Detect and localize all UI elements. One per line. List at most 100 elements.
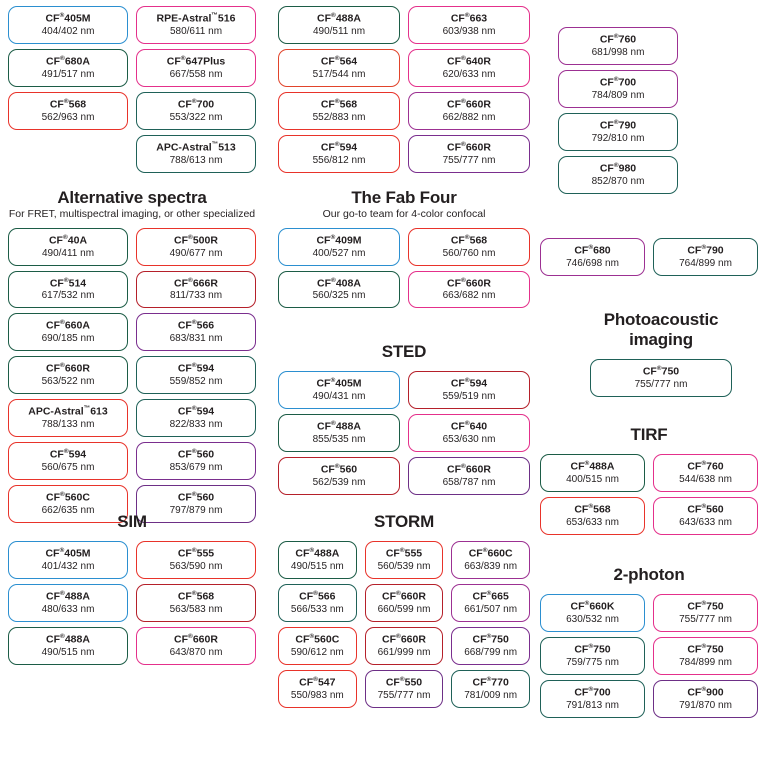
dye-name: CF®680A [46, 54, 90, 68]
dye-name: CF®568 [450, 233, 488, 247]
section-title-storm: STORM [373, 512, 435, 531]
dye-spectra-values: 553/322 nm [169, 111, 223, 123]
dye-spectra-values: 746/698 nm [566, 257, 619, 269]
section-title-sted: STED [381, 342, 427, 361]
dye-name: CF®700 [599, 75, 637, 89]
dye-name: CF®660C [468, 547, 513, 560]
dye-spectra-values: 643/633 nm [679, 516, 732, 528]
section-title-fab-four: The Fab Four [351, 188, 457, 207]
dye-spectra-values: 550/983 nm [290, 689, 344, 701]
dye-spectra-values: 643/870 nm [169, 646, 223, 658]
dye-name: CF®750 [642, 365, 680, 378]
dye-name: CF®500R [174, 233, 218, 247]
dye-spectra-values: 544/638 nm [679, 473, 732, 485]
section-title-photoacoustic-line2: imaging [629, 330, 693, 350]
dye-spectra-values: 663/839 nm [464, 560, 518, 572]
dye-spectra-values: 755/777 nm [442, 154, 496, 166]
dye-name: CF®560C [46, 490, 90, 504]
section-subtitle-fab-four: Our go-to team for 4-color confocal [322, 208, 486, 221]
dye-name: CF®405M [45, 12, 91, 25]
